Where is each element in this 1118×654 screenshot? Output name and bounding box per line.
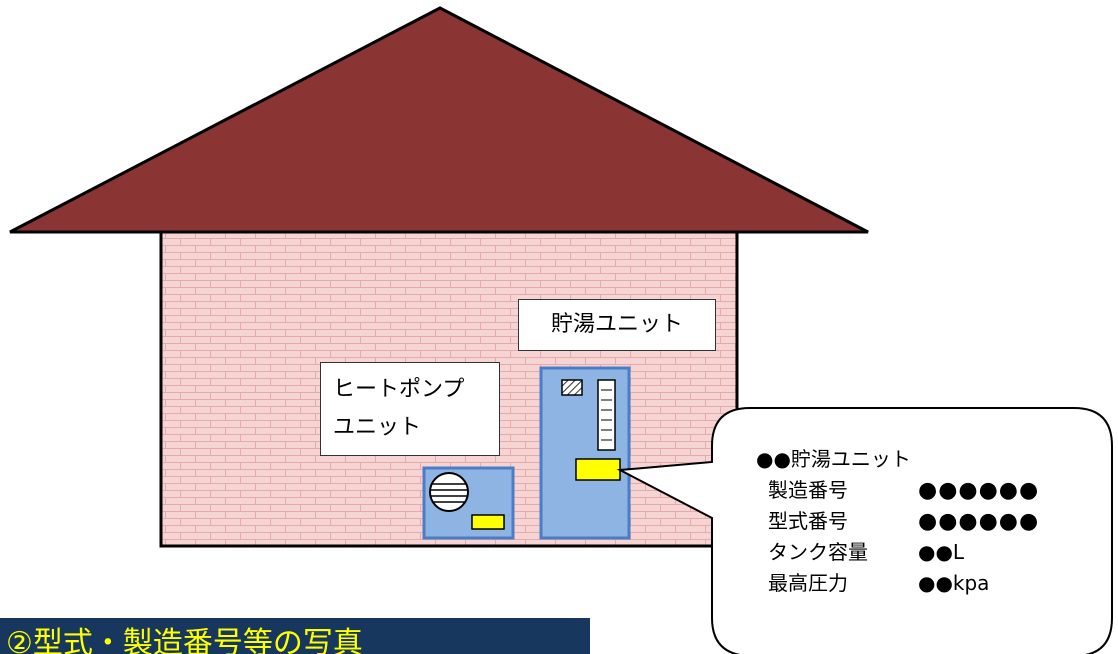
callout-row-pressure: 最高圧力 ●●kpa bbox=[756, 568, 1106, 599]
callout-key: 最高圧力 bbox=[768, 571, 848, 595]
heat-pump-label-line1: ヒートポンプ bbox=[333, 377, 465, 402]
callout-row-capacity: タンク容量 ●●L bbox=[756, 537, 1106, 568]
level-gauge-icon bbox=[597, 379, 616, 451]
section-banner-title: ②型式・製造番号等の写真 bbox=[6, 626, 363, 654]
callout-bubble bbox=[616, 407, 1113, 654]
callout-row-serial: 製造番号 ●●●●●● bbox=[756, 475, 1106, 506]
section-banner: ②型式・製造番号等の写真 bbox=[0, 618, 590, 654]
callout-value: ●●●●●● bbox=[918, 509, 1040, 534]
callout-value: ●●kpa bbox=[918, 571, 990, 595]
vent-hatch-icon bbox=[561, 379, 583, 396]
heat-pump-nameplate bbox=[471, 514, 505, 530]
callout-title: ●●貯湯ユニット bbox=[756, 447, 911, 471]
heat-pump-unit bbox=[422, 466, 515, 540]
callout-value: ●●L bbox=[918, 540, 965, 564]
tank-nameplate bbox=[575, 458, 621, 481]
tank-label: 貯湯ユニット bbox=[518, 299, 716, 351]
heat-pump-label: ヒートポンプ ユニット bbox=[320, 362, 500, 456]
house-roof bbox=[9, 6, 869, 234]
fan-icon bbox=[429, 472, 469, 512]
callout-key: タンク容量 bbox=[768, 540, 868, 564]
callout-row-model: 型式番号 ●●●●●● bbox=[756, 506, 1106, 537]
callout-value: ●●●●●● bbox=[918, 478, 1040, 503]
callout-key: 製造番号 bbox=[768, 478, 848, 502]
callout-key: 型式番号 bbox=[768, 509, 848, 533]
nameplate-callout: ●●貯湯ユニット 製造番号●●●●●● 型式番号●●●●●● タンク容量●●L … bbox=[756, 444, 1106, 599]
storage-tank-unit bbox=[539, 366, 631, 540]
heat-pump-label-line2: ユニット bbox=[333, 415, 422, 440]
